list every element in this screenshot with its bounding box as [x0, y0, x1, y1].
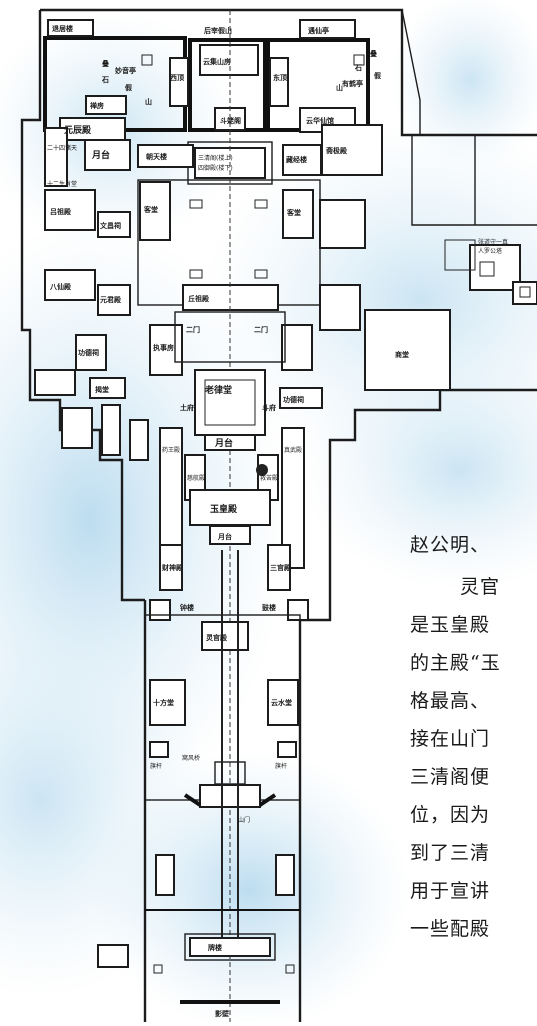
prose-line-9: 到了三清 [410, 842, 491, 864]
label-yingbi: 影壁 [215, 1009, 229, 1018]
label-shan2: 叠 [370, 49, 377, 58]
label-yuhuang-dian: 玉皇殿 [210, 503, 238, 515]
prose-line-1: 赵公明、 [410, 534, 491, 556]
label-yuetai-low: 月台 [217, 532, 232, 541]
label-yaowang-dian: 药王殿 [162, 446, 180, 454]
label-chaotian-lou: 朝天楼 [146, 152, 167, 161]
label-yuanchen-dian: 元辰殿 [64, 125, 92, 136]
north-garden-block [43, 19, 370, 133]
label-yuetai-mid: 月台 [214, 437, 233, 449]
prose-line-6: 接在山门 [410, 728, 491, 750]
label-shanmen: 山门 [238, 816, 250, 824]
east-side-halls [279, 239, 537, 409]
label-yunhua-xianguan: 云华仙馆 [306, 116, 334, 125]
central-axis [97, 10, 309, 1022]
label-ershisi-yuan: 二十四诸天 [47, 144, 77, 152]
outer-walls [20, 8, 537, 1022]
label-cangjing-lou: 藏经楼 [286, 155, 307, 164]
label-shi3: 假 [125, 83, 133, 92]
label-shangtang: 商堂 [395, 350, 409, 359]
label-ermen-left: 二门 [186, 325, 200, 334]
label-shifang-tang: 十方堂 [153, 698, 174, 707]
prose-line-7: 三清阁便 [410, 766, 491, 788]
label-tuiju-lou: 退居楼 [52, 24, 73, 33]
label-caishen-dian: 财神殿 [161, 563, 184, 572]
label-yuxianting: 遇仙亭 [308, 26, 329, 35]
label-houzhaoshan: 后宰假山 [204, 26, 232, 35]
label-ta-1: 张道守一真 [478, 238, 508, 246]
label-lingguan-dian: 灵官殿 [206, 633, 228, 642]
label-shan4: 假 [374, 71, 382, 80]
label-keting-right: 客堂 [286, 208, 301, 217]
label-shan3: 石 [354, 64, 362, 72]
prose-line-8: 位，因为 [410, 804, 491, 826]
label-gongde-ci: 功德祠 [78, 348, 99, 357]
label-sanqing-sub: 四御殿(楼下) [198, 164, 233, 172]
label-pailou: 牌楼 [208, 943, 222, 952]
label-zhenwu-dian: 真武殿 [284, 446, 302, 454]
prose-line-5: 格最高、 [410, 690, 491, 712]
label-dongding: 东顶 [273, 73, 287, 82]
prose-line-4: 的主殿“玉 [410, 652, 501, 674]
prose-line-3: 是玉皇殿 [410, 614, 491, 636]
prose-line-10: 用于宣讲 [410, 880, 491, 902]
label-baxian-dian: 八仙殿 [49, 282, 72, 291]
label-yunjishan-fang: 云集山房 [203, 57, 231, 66]
label-sanguan-dian: 三官殿 [270, 563, 292, 572]
label-ciyun-dian: 慈航殿 [187, 474, 205, 482]
label-shi2: 石 [101, 76, 109, 84]
label-laolv-tang: 老律堂 [204, 384, 232, 396]
label-zhishi-fang: 执事房 [153, 343, 174, 352]
label-gongde-ci2: 功德祠 [283, 395, 304, 404]
label-shi1: 叠 [102, 59, 109, 68]
label-yuanjun-dian: 元君殿 [100, 295, 122, 304]
label-jiushen-dian: 救苦殿 [260, 474, 278, 482]
label-pailou-left: 旗杆 [150, 762, 162, 770]
label-keting-left: 客堂 [143, 205, 158, 214]
west-side-halls [34, 127, 183, 461]
label-gulou: 鼓楼 [262, 603, 276, 612]
label-sanqing-ge: 三清阁(楼上) [198, 154, 233, 162]
upper-courtyard [59, 117, 451, 391]
prose-line-11: 一些配殿 [410, 918, 491, 940]
label-shan5: 山 [336, 83, 343, 92]
label-shier-shengxiao: 十二生肖堂 [47, 180, 77, 188]
label-tudi-ci: 土府 [180, 403, 194, 412]
label-xiding: 西顶 [170, 73, 184, 82]
label-jietang: 揭堂 [95, 385, 109, 394]
label-yuetai-top: 月台 [91, 149, 110, 161]
label-youheting: 有鹤亭 [342, 79, 363, 88]
map-labels: 后宰假山 遇仙亭 退居楼 云集山房 东顶 西顶 妙音亭 有鹤亭 叠 石 假 山 … [47, 24, 508, 1018]
label-douti-ge: 斗姥阁 [220, 116, 241, 125]
label-ermen-right: 二门 [254, 325, 268, 334]
prose-line-2: 灵官 [460, 576, 501, 598]
label-wenchang-ci: 文昌祠 [100, 221, 121, 230]
label-pailou-right: 旗杆 [275, 762, 287, 770]
label-lvzu-dian: 吕祖殿 [50, 207, 72, 216]
label-chanfang: 禅房 [89, 101, 104, 110]
label-qiuchuji-zhu: 丘祖殿 [188, 294, 210, 303]
label-doumu-ci: 斗府 [262, 403, 276, 412]
label-wofeng-qiao: 窝风桥 [182, 754, 200, 762]
label-ta-2: 人罗公塔 [478, 247, 502, 255]
label-yunshui-tang: 云水堂 [271, 698, 292, 707]
label-zhonglou: 钟楼 [180, 603, 194, 612]
label-miaoyunting: 妙音亭 [115, 66, 136, 75]
label-shan1: 山 [145, 97, 152, 106]
label-qiji-dian: 斋极殿 [325, 146, 348, 155]
